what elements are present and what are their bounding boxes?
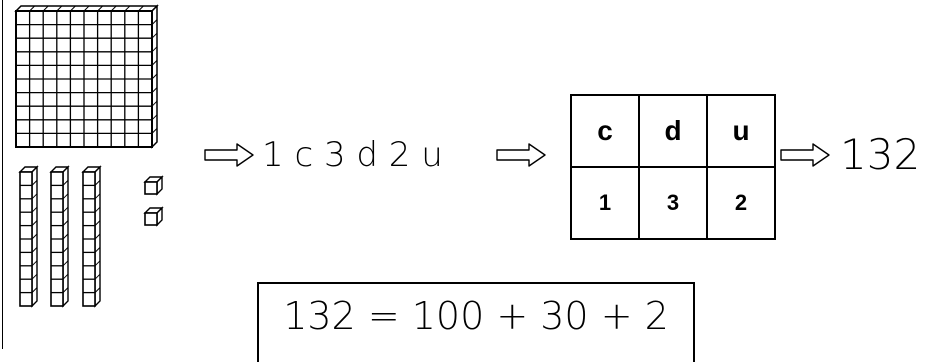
value-cell-hundreds: 1	[570, 166, 640, 240]
place-value-table: c d u 1 3 2	[570, 94, 776, 240]
equation-text: 132 = 100 + 30 + 2	[283, 294, 669, 338]
header-cell-hundreds: c	[570, 94, 640, 168]
unit-cubes-group	[143, 175, 164, 227]
header-cell-units: u	[706, 94, 776, 168]
hundred-flat-block	[14, 4, 159, 149]
arrow-right-icon	[496, 143, 546, 167]
ten-rod-block	[18, 165, 39, 308]
hundred-flat-block	[14, 4, 159, 149]
unit-cube-block	[143, 206, 164, 227]
expression-text: 1 c 3 d 2 u	[262, 135, 443, 175]
value-cell-tens: 3	[638, 166, 708, 240]
ten-rods-group	[18, 165, 102, 308]
result-number: 132	[840, 130, 921, 179]
ten-rod-block	[81, 165, 102, 308]
header-cell-tens: d	[638, 94, 708, 168]
base-ten-blocks	[14, 4, 164, 308]
place-value-diagram: 1 c 3 d 2 u c d u 1 3 2 132 132 = 100 + …	[2, 0, 921, 362]
margin-line	[2, 0, 3, 349]
ten-rod-block	[49, 165, 70, 308]
value-cell-units: 2	[706, 166, 776, 240]
equation-box: 132 = 100 + 30 + 2	[257, 282, 695, 362]
unit-cube-block	[143, 175, 164, 196]
arrow-right-icon	[204, 143, 254, 167]
arrow-right-icon	[780, 143, 830, 167]
